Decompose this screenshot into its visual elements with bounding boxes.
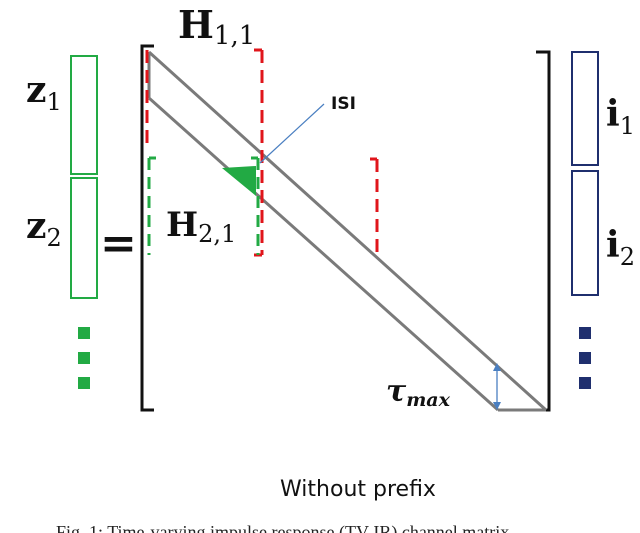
i1-block [571, 51, 599, 166]
h11-label: H1,1 [178, 2, 255, 51]
i1-label: i1 [606, 93, 635, 140]
h21-label: H2,1 [166, 205, 236, 248]
isi-triangle [222, 166, 256, 196]
figure-caption: Fig. 1: Time-varying impulse response (T… [56, 522, 509, 533]
z1-label: z1 [26, 69, 62, 116]
i2-label: i2 [606, 224, 635, 271]
i2-block [571, 170, 599, 296]
without-prefix-label: Without prefix [280, 477, 436, 502]
ellipsis-vertical-navy-icon [579, 327, 591, 389]
tau-max-arrow [493, 363, 501, 410]
h21-block [147, 156, 260, 255]
left-bracket [140, 44, 154, 412]
right-bracket [536, 50, 551, 412]
isi-label: ISI [331, 94, 356, 114]
h22-block-edge [370, 157, 379, 255]
ellipsis-vertical-green-icon [78, 327, 90, 389]
diagonal-band [147, 50, 548, 412]
z1-block [70, 55, 98, 175]
isi-pointer [259, 103, 325, 164]
equals-sign: = [100, 218, 137, 269]
z2-block [70, 177, 98, 299]
z2-label: z2 [26, 205, 62, 252]
tau-max-label: τmax [386, 374, 451, 411]
